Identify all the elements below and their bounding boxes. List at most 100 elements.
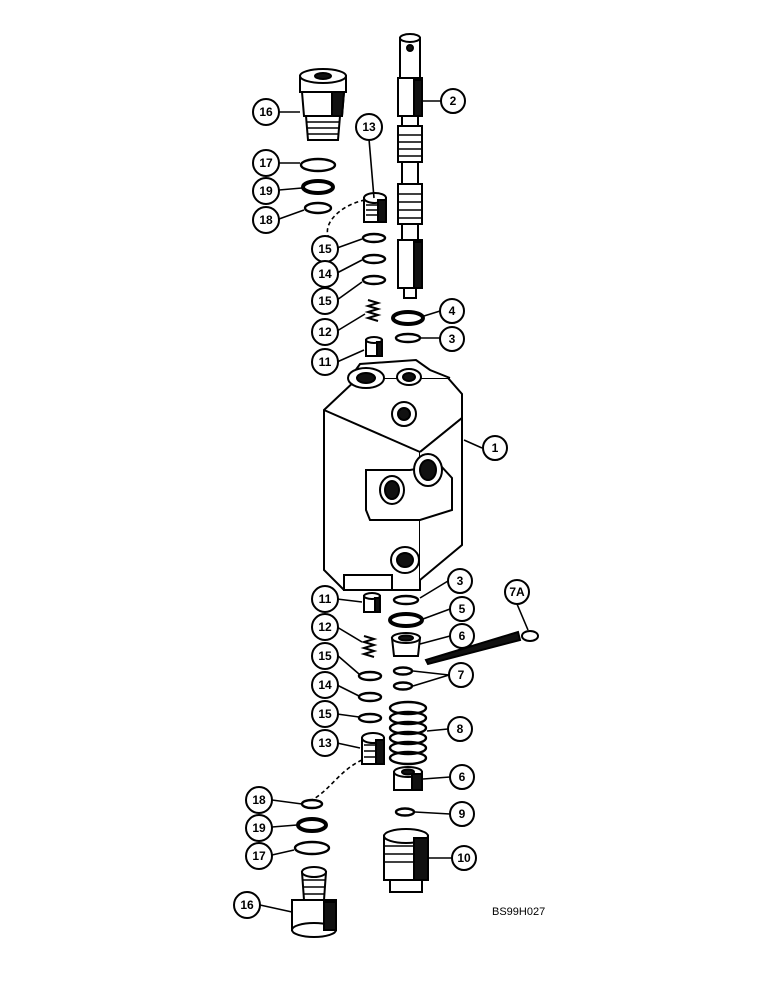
callout-17-bottom: 17 (245, 842, 273, 870)
callout-5: 5 (449, 596, 475, 622)
spacer-6-top (390, 632, 422, 657)
callout-15-top-a: 15 (311, 235, 339, 263)
svg-text:13: 13 (318, 736, 332, 750)
svg-text:16: 16 (240, 898, 254, 912)
callout-1: 1 (482, 435, 508, 461)
svg-text:13: 13 (362, 120, 376, 134)
callout-15-bottom-b: 15 (311, 700, 339, 728)
svg-text:18: 18 (259, 213, 273, 227)
callout-19-bottom: 19 (245, 814, 273, 842)
return-spring-8 (388, 700, 428, 766)
svg-text:12: 12 (318, 620, 332, 634)
svg-text:14: 14 (318, 267, 332, 281)
callout-12-top: 12 (311, 318, 339, 346)
washer-7-a (392, 666, 414, 676)
svg-text:16: 16 (259, 105, 273, 119)
seal-14-bottom (357, 691, 383, 703)
svg-text:7A: 7A (509, 585, 525, 599)
poppet-11-bottom (363, 592, 381, 613)
svg-text:5: 5 (459, 602, 466, 616)
svg-text:11: 11 (319, 592, 332, 606)
svg-text:7: 7 (458, 668, 465, 682)
callout-7a: 7A (504, 579, 530, 605)
seal-15-bottom-a (357, 670, 383, 682)
seal-17-top (299, 157, 337, 173)
plug-bottom (291, 866, 337, 938)
callout-14-bottom: 14 (311, 671, 339, 699)
callout-7: 7 (448, 662, 474, 688)
wiper-seal-4 (391, 310, 425, 326)
callout-11-top: 11 (311, 348, 339, 376)
callout-8: 8 (447, 716, 473, 742)
end-cap-10 (383, 828, 429, 893)
callout-9: 9 (449, 801, 475, 827)
reference-code: BS99H027 (492, 906, 545, 918)
seal-14-top (361, 253, 387, 265)
svg-text:3: 3 (457, 574, 464, 588)
svg-text:1: 1 (492, 441, 499, 455)
o-ring-3-bottom (392, 594, 420, 606)
callout-18-bottom: 18 (245, 786, 273, 814)
svg-text:12: 12 (318, 325, 332, 339)
callout-11-bottom: 11 (311, 585, 339, 613)
seal-19-top (301, 179, 335, 195)
svg-text:19: 19 (252, 821, 266, 835)
svg-text:18: 18 (252, 793, 266, 807)
washer-7-b (392, 681, 414, 691)
svg-text:15: 15 (318, 707, 332, 721)
seal-18-top (303, 201, 333, 215)
svg-text:10: 10 (457, 851, 471, 865)
callout-18-top: 18 (252, 206, 280, 234)
callout-16-top: 16 (252, 98, 280, 126)
spacer-6-bottom (393, 766, 423, 791)
seal-17-bottom (293, 840, 331, 856)
svg-text:15: 15 (318, 649, 332, 663)
poppet-11-top (365, 336, 383, 357)
spring-12-bottom (360, 635, 378, 658)
callout-6-bottom: 6 (449, 764, 475, 790)
spool-assembly (397, 33, 423, 299)
svg-text:9: 9 (459, 807, 466, 821)
callout-16-bottom: 16 (233, 891, 261, 919)
svg-text:19: 19 (259, 184, 273, 198)
relief-cartridge-top (363, 192, 387, 223)
callout-13-bottom: 13 (311, 729, 339, 757)
seal-5 (388, 612, 424, 628)
callout-10: 10 (451, 845, 477, 871)
svg-text:3: 3 (449, 332, 456, 346)
svg-text:17: 17 (252, 849, 266, 863)
callout-15-bottom-a: 15 (311, 642, 339, 670)
svg-text:8: 8 (457, 722, 464, 736)
callout-13-top: 13 (355, 113, 383, 141)
spring-12-top (364, 299, 382, 322)
seal-15-top-a (361, 232, 387, 244)
seal-15-bottom-b (357, 712, 383, 724)
o-ring-9 (394, 807, 416, 817)
valve-section-body (323, 358, 463, 591)
svg-text:4: 4 (449, 304, 456, 318)
callout-2: 2 (440, 88, 466, 114)
callout-15-top-b: 15 (311, 287, 339, 315)
svg-text:15: 15 (318, 294, 332, 308)
callout-6-top: 6 (449, 623, 475, 649)
callout-4: 4 (439, 298, 465, 324)
seal-18-bottom (300, 798, 324, 810)
callout-14-top: 14 (311, 260, 339, 288)
svg-text:17: 17 (259, 156, 273, 170)
o-ring-3-top (394, 332, 422, 344)
svg-text:14: 14 (318, 678, 332, 692)
callout-17-top: 17 (252, 149, 280, 177)
seal-15-top-b (361, 274, 387, 286)
callout-12-bottom: 12 (311, 613, 339, 641)
callout-19-top: 19 (252, 177, 280, 205)
callout-3-top: 3 (439, 326, 465, 352)
plug-top (299, 68, 347, 141)
seal-19-bottom (296, 817, 328, 833)
svg-text:11: 11 (319, 355, 332, 369)
svg-text:2: 2 (450, 94, 457, 108)
svg-text:6: 6 (459, 629, 466, 643)
svg-text:15: 15 (318, 242, 332, 256)
callout-3-bottom: 3 (447, 568, 473, 594)
washer-7a (521, 630, 539, 642)
